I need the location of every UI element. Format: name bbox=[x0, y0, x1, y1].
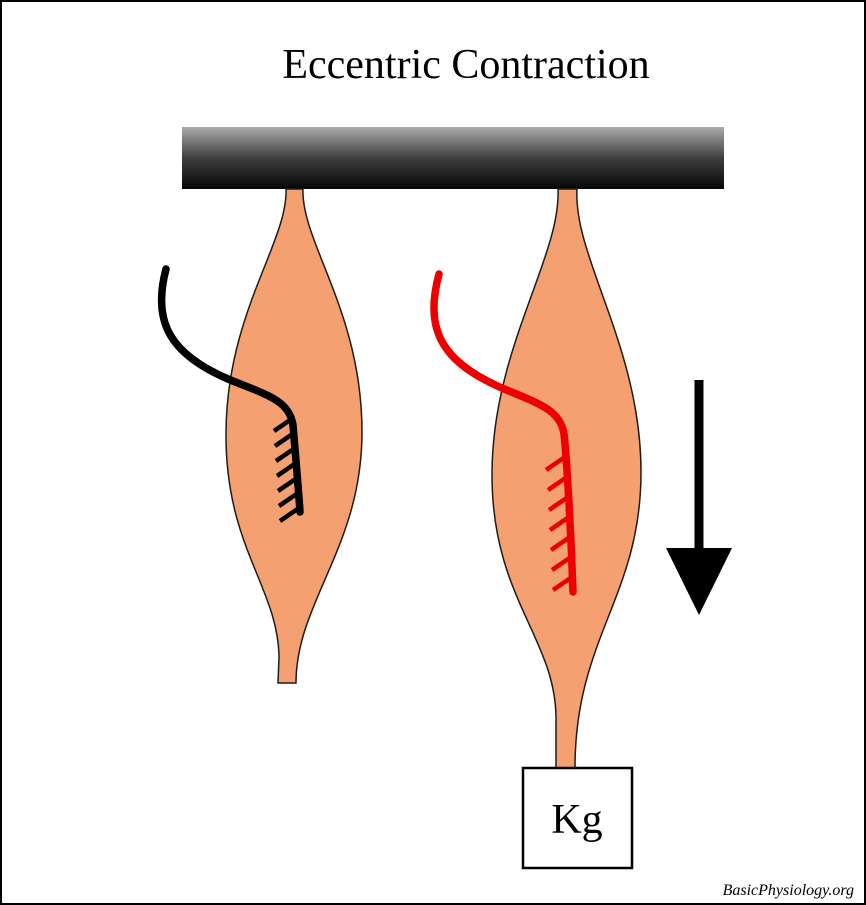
nerve-ending-tick bbox=[278, 506, 301, 523]
nerve-ending-tick bbox=[275, 461, 298, 478]
nerve-ending-tick bbox=[274, 446, 297, 463]
active-nerve-endings bbox=[544, 455, 574, 592]
credit-text: BasicPhysiology.org bbox=[723, 882, 854, 899]
down-arrow bbox=[666, 380, 732, 615]
nerve-ending-tick bbox=[272, 416, 295, 433]
down-arrow-head bbox=[666, 548, 732, 615]
nerve-ending-tick bbox=[550, 555, 573, 572]
nerve-ending-tick bbox=[549, 535, 572, 552]
nerve-ending-tick bbox=[544, 455, 567, 472]
ceiling-bar bbox=[182, 127, 724, 189]
active-nerve bbox=[430, 270, 577, 596]
nerve-ending-tick bbox=[276, 476, 299, 493]
nerve-ending-tick bbox=[547, 495, 570, 512]
weight-box: Kg bbox=[521, 766, 634, 870]
weight-box-frame bbox=[521, 766, 634, 870]
nerve-ending-tick bbox=[277, 491, 300, 508]
diagram-title: Eccentric Contraction bbox=[282, 42, 649, 88]
weight-label: Kg bbox=[551, 797, 602, 843]
nerve-ending-tick bbox=[546, 475, 569, 492]
nerve-ending-tick bbox=[273, 431, 296, 448]
nerve-ending-tick bbox=[551, 575, 574, 592]
relaxed-nerve bbox=[157, 265, 304, 516]
nerve-ending-tick bbox=[548, 515, 571, 532]
relaxed-nerve-endings bbox=[272, 416, 301, 523]
